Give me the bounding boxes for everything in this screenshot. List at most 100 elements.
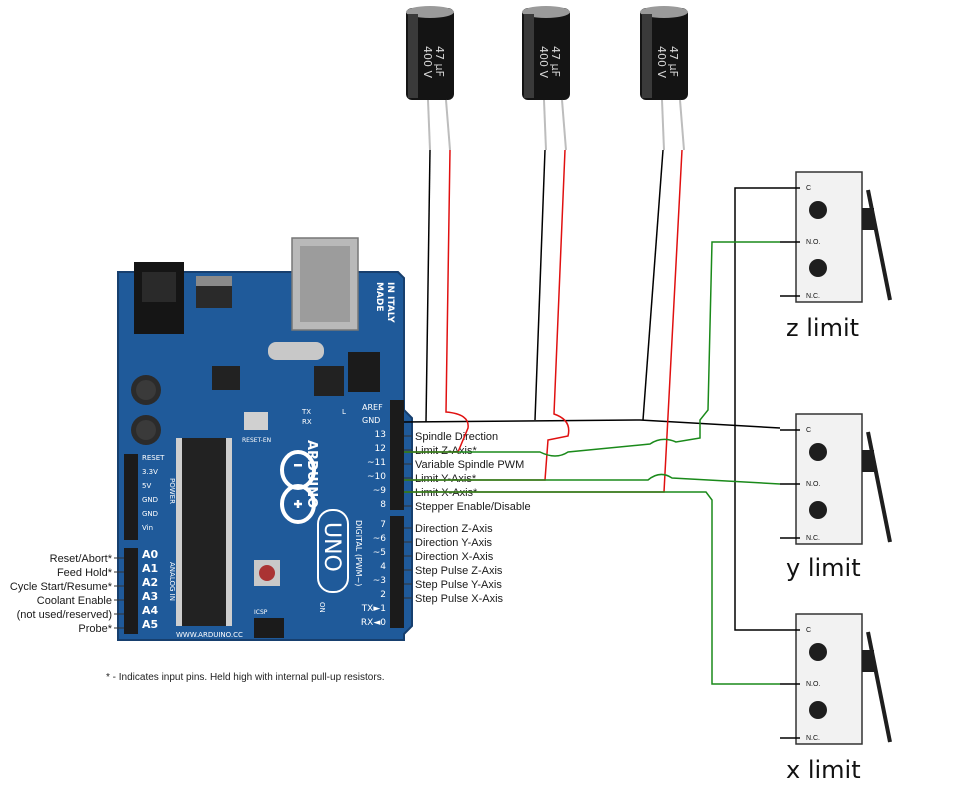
made-in-line2: IN ITALY (385, 282, 395, 323)
analog-pin-name: A1 (142, 562, 158, 575)
l-text: L (342, 408, 346, 416)
analog-pin-label: Cycle Start/Resume* (10, 581, 113, 593)
switch-label: y limit (786, 554, 861, 582)
analog-pin-labels: Reset/Abort*Feed Hold*Cycle Start/Resume… (10, 553, 124, 635)
switch-label: x limit (786, 756, 861, 784)
digital-pin-label: Direction Z-Axis (415, 523, 493, 535)
digital-pin-number: 4 (380, 562, 386, 572)
power-pin-name: Vin (142, 524, 153, 532)
rx-text: RX (302, 418, 312, 426)
tx-text: TX (301, 408, 311, 416)
wire-cap1-red (404, 149, 469, 453)
brand-text: ARDUINO (304, 440, 319, 508)
power-pin-name: GND (142, 510, 158, 518)
limit-switch: C N.O. N.C. x limit (780, 613, 892, 784)
switch-pin-label: N.O. (806, 239, 820, 246)
reset-button-small (244, 412, 268, 430)
digital-pin-number: 12 (375, 444, 386, 454)
digital-pin-number: ~10 (367, 472, 386, 482)
wire-green-y (404, 473, 781, 485)
limit-switch: CN.O.N.C.y limit (780, 413, 892, 582)
digital-pin-number: 8 (380, 500, 386, 510)
small-chip (212, 366, 240, 390)
digital-pin-number: ~5 (373, 548, 386, 558)
digital-pin-label: Limit X-Axis* (415, 487, 478, 499)
wire-gnd-z (734, 187, 780, 428)
wire-cap2-black (534, 149, 546, 421)
power-pin-name: RESET (142, 454, 165, 462)
arduino-logo (280, 450, 316, 524)
uno-badge (317, 509, 349, 593)
capacitor-voltage: 400 V (537, 46, 550, 78)
arduino-board: ARDUINO UNO MADE IN ITALY WWW.ARDUINO.CC… (117, 237, 413, 641)
power-header (124, 454, 138, 540)
usb-chip (314, 366, 344, 396)
digital-header-text: DIGITAL (PWM~) (354, 520, 363, 586)
wire-cap3-black (642, 149, 664, 421)
digital-pin-number: ~9 (373, 486, 387, 496)
reset-button-cap (259, 565, 275, 581)
digital-header-lower (390, 516, 404, 628)
switch-pin-label: C (806, 627, 811, 634)
model-text: UNO (319, 522, 344, 572)
wire-gnd-bus (403, 419, 781, 429)
analog-pin-label: Reset/Abort* (50, 553, 113, 565)
icsp-header-top (348, 352, 380, 392)
analog-pin-name: A5 (142, 618, 158, 631)
digital-pin-label: Variable Spindle PWM (415, 459, 524, 471)
made-in-line1: MADE (374, 282, 384, 312)
capacitor-value: 47 µF (433, 46, 446, 77)
power-header-text: POWER (168, 478, 176, 504)
analog-pin-label: Probe* (78, 623, 112, 635)
analog-pin-label: Coolant Enable (37, 595, 112, 607)
capacitor-value: 47 µF (667, 46, 680, 77)
aref-text: AREF (362, 403, 383, 412)
switch-pin-label: N.O. (806, 481, 820, 488)
analog-header-text: ANALOG IN (168, 562, 176, 601)
digital-pin-label: Step Pulse Y-Axis (415, 579, 502, 591)
wire-cap1-black (425, 149, 431, 423)
switch-pin-label: N.C. (806, 535, 820, 542)
analog-pin-label: (not used/reserved) (17, 609, 112, 621)
digital-pin-label: Step Pulse X-Axis (415, 593, 504, 605)
capacitor-value: 47 µF (549, 46, 562, 77)
digital-pin-number: TX►1 (361, 604, 386, 614)
capacitor-voltage: 400 V (421, 46, 434, 78)
analog-header (124, 548, 138, 634)
power-pin-name: GND (142, 496, 158, 504)
digital-pin-label: Direction Y-Axis (415, 537, 493, 549)
gnd-text: GND (362, 416, 380, 425)
switch-pin-label: N.C. (806, 735, 820, 742)
digital-pin-number: RX◄0 (361, 618, 386, 628)
atmega-chip (182, 438, 226, 626)
digital-pin-label: Direction X-Axis (415, 551, 494, 563)
footnote: * - Indicates input pins. Held high with… (106, 672, 384, 683)
wire-green-x (404, 491, 780, 685)
wires (403, 149, 781, 685)
switch-pin-label: N.O. (806, 681, 820, 688)
digital-header-upper (390, 400, 404, 510)
switch-label: z limit (786, 314, 859, 342)
digital-pin-label: Spindle Direction (415, 431, 498, 443)
analog-pin-name: A4 (142, 604, 159, 617)
icsp-header (254, 618, 284, 638)
website-text: WWW.ARDUINO.CC (176, 631, 243, 639)
digital-pin-label: Stepper Enable/Disable (415, 501, 531, 513)
digital-pin-number: 2 (380, 590, 386, 600)
capacitor-voltage: 400 V (655, 46, 668, 78)
digital-pin-number: ~6 (373, 534, 387, 544)
digital-pin-label: Limit Z-Axis* (415, 445, 477, 457)
analog-pin-name: A0 (142, 548, 159, 561)
power-pin-name: 3.3V (142, 468, 158, 476)
analog-pin-name: A3 (142, 590, 158, 603)
power-pin-name: 5V (142, 482, 151, 490)
wire-gnd-x (734, 428, 780, 631)
limit-switch: CN.O.N.C.z limit (780, 171, 892, 342)
